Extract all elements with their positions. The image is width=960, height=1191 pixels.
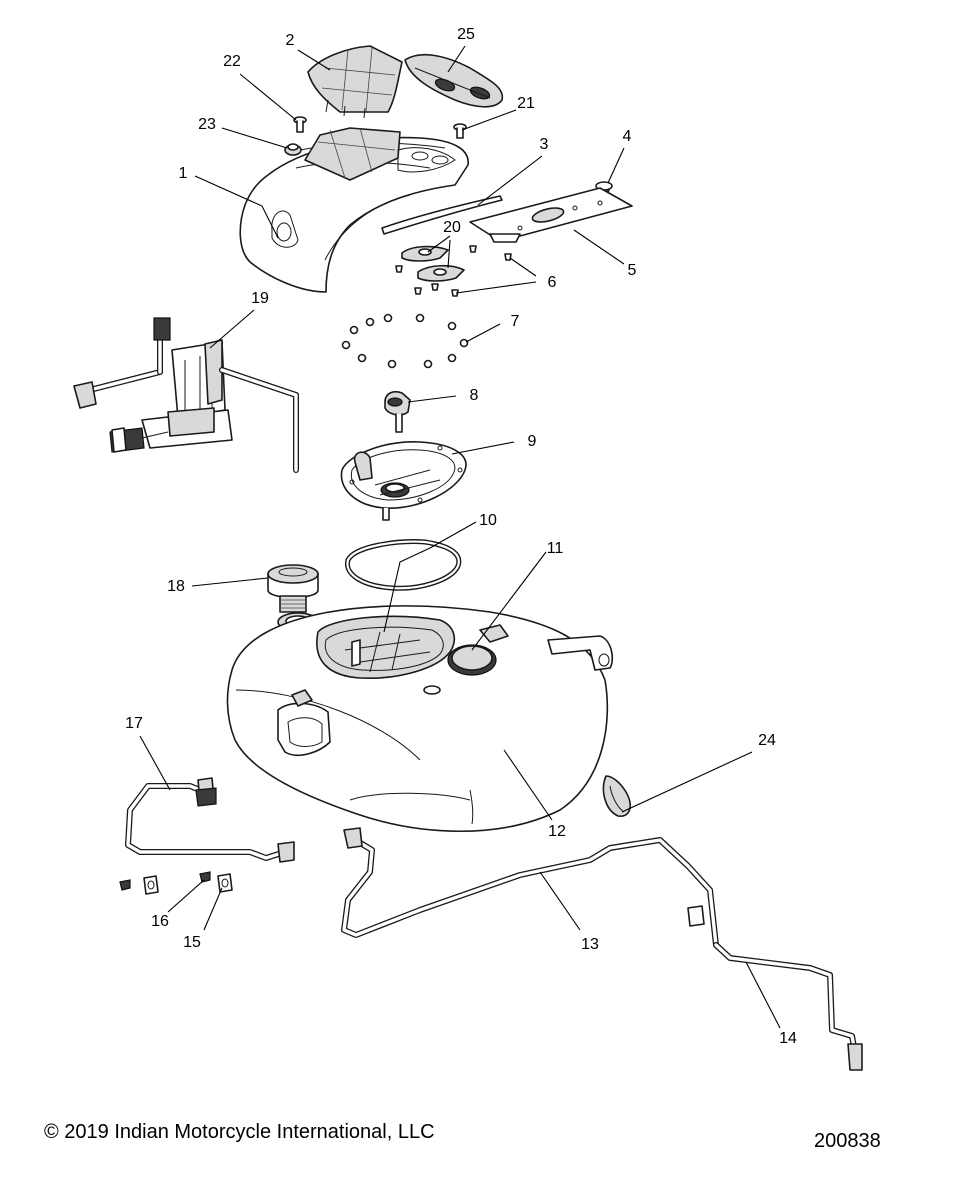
part-13-hose xyxy=(341,827,719,948)
callout-20: 20 xyxy=(443,219,461,236)
callout-16: 16 xyxy=(151,913,169,930)
leader-20a xyxy=(427,235,451,253)
leader-17 xyxy=(139,735,171,791)
callout-19: 19 xyxy=(251,290,269,307)
callout-3: 3 xyxy=(540,136,549,153)
callout-24: 24 xyxy=(758,732,776,749)
callout-6: 6 xyxy=(548,274,557,291)
leader-25 xyxy=(447,45,466,73)
part-21-screw xyxy=(453,123,467,139)
part-3-seal-strip xyxy=(381,195,503,235)
part-9-pump-plate xyxy=(340,441,467,521)
part-22-screw xyxy=(293,116,307,133)
part-23-grommet xyxy=(284,143,302,156)
leader-1 xyxy=(194,175,279,239)
part-24-strap-clamp xyxy=(602,775,631,817)
leader-13 xyxy=(539,871,581,931)
figure-number: 200838 xyxy=(814,1130,881,1152)
callout-17: 17 xyxy=(125,715,143,732)
callout-21: 21 xyxy=(517,95,535,112)
callout-23: 23 xyxy=(198,116,216,133)
leader-10 xyxy=(383,521,477,633)
leader-3 xyxy=(477,155,543,206)
part-25-gauge-bezel xyxy=(404,53,504,108)
callout-7: 7 xyxy=(511,313,520,330)
leader-12 xyxy=(503,749,553,821)
callout-1: 1 xyxy=(179,165,188,182)
callout-2: 2 xyxy=(286,32,295,49)
leader-7 xyxy=(465,323,501,343)
leader-15 xyxy=(203,887,223,931)
leader-6a xyxy=(455,281,537,294)
part-20-clamps xyxy=(401,245,465,282)
part-8-sensor xyxy=(384,390,411,433)
leader-14 xyxy=(745,961,781,1029)
part-11-cap-flange xyxy=(447,644,497,676)
callout-13: 13 xyxy=(581,936,599,953)
leader-6b xyxy=(509,257,537,277)
callout-11: 11 xyxy=(547,540,564,557)
part-15-clip xyxy=(199,871,233,893)
part-7-nut-ring xyxy=(341,313,469,369)
part-19-fuel-pump xyxy=(73,317,299,473)
leader-4 xyxy=(607,147,625,184)
callout-4: 4 xyxy=(623,128,632,145)
leader-lines xyxy=(139,45,781,1029)
part-6-screws xyxy=(395,245,512,297)
leader-23 xyxy=(221,127,288,149)
leader-16 xyxy=(167,879,205,913)
callout-25: 25 xyxy=(457,26,475,43)
callout-18: 18 xyxy=(167,578,185,595)
copyright-notice: © 2019 Indian Motorcycle International, … xyxy=(44,1121,435,1143)
part-16-clip xyxy=(119,875,159,895)
leader-24 xyxy=(621,751,753,813)
leader-5 xyxy=(573,229,625,265)
leader-22 xyxy=(239,73,297,121)
callout-9: 9 xyxy=(528,433,537,450)
part-17-vent-hose xyxy=(125,777,295,863)
callout-14: 14 xyxy=(779,1030,797,1047)
callout-12: 12 xyxy=(548,823,566,840)
leader-2 xyxy=(297,49,331,71)
part-12-fuel-tank xyxy=(226,605,614,832)
part-14-drain-hose xyxy=(687,905,863,1071)
leader-20b xyxy=(447,239,451,269)
part-2-console-panel xyxy=(307,45,403,119)
leader-8 xyxy=(407,395,457,403)
callout-5: 5 xyxy=(628,262,637,279)
leader-11 xyxy=(471,551,547,651)
callout-22: 22 xyxy=(223,53,241,70)
callout-labels: 1 2 3 4 5 6 7 8 9 10 11 12 13 14 15 16 1… xyxy=(125,26,797,1047)
callout-8: 8 xyxy=(470,387,479,404)
leader-9 xyxy=(451,441,515,455)
part-10-gasket xyxy=(344,539,462,591)
leader-21 xyxy=(461,109,517,131)
part-5-mounting-bracket xyxy=(469,187,633,243)
leader-19 xyxy=(209,309,255,349)
callout-10: 10 xyxy=(479,512,497,529)
callout-15: 15 xyxy=(183,934,201,951)
part-1-console-cover xyxy=(239,127,469,293)
leader-18 xyxy=(191,577,269,587)
